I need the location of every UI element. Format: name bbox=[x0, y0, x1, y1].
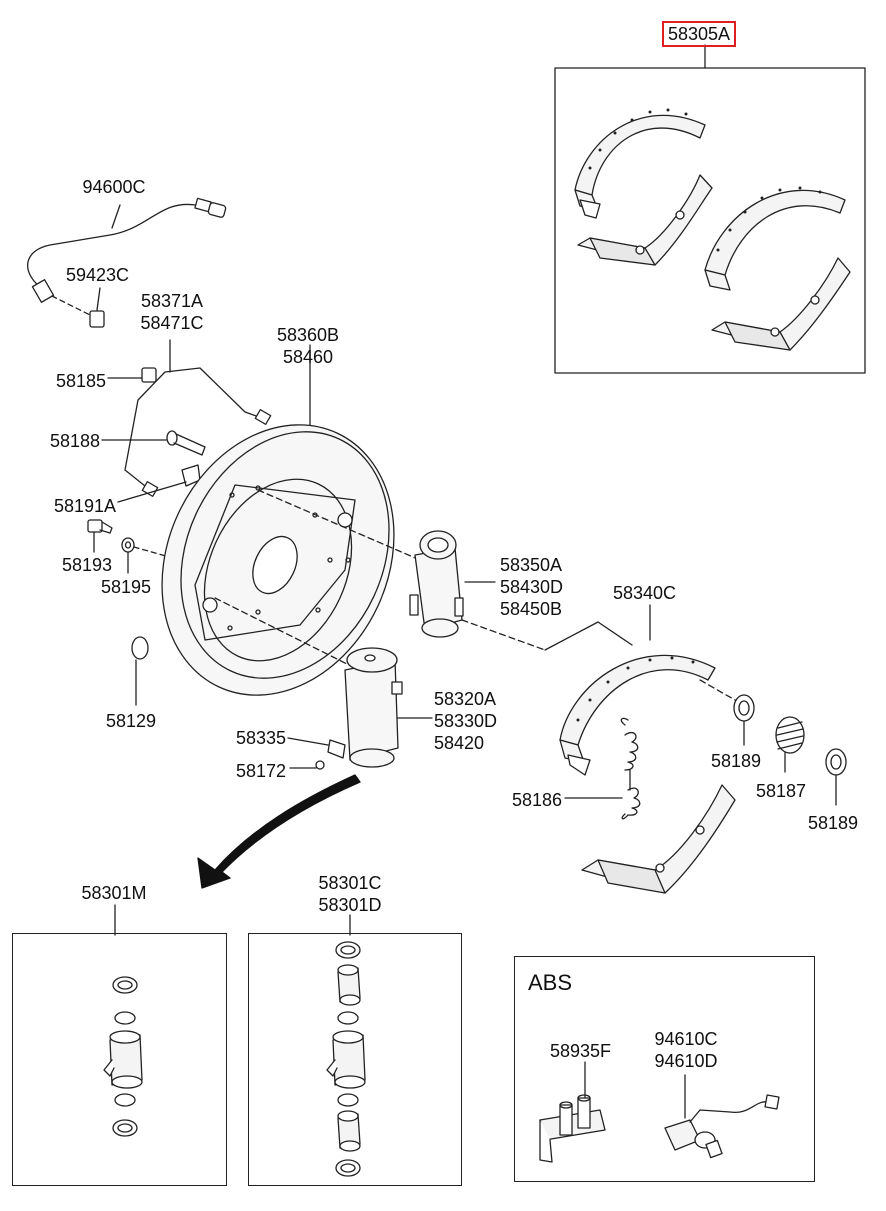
cap-58172 bbox=[289, 760, 325, 770]
bolt-58193 bbox=[87, 519, 113, 553]
spring-58186 bbox=[564, 717, 641, 820]
brake-tube bbox=[124, 339, 272, 497]
label-58350A[interactable]: 58350A 58430D 58450B bbox=[500, 555, 564, 619]
label-58320A[interactable]: 58320A 58330D 58420 bbox=[434, 689, 498, 753]
label-58172[interactable]: 58172 bbox=[235, 761, 286, 781]
label-58340C[interactable]: 58340C bbox=[613, 583, 677, 603]
label-58371A[interactable]: 58371A 58471C bbox=[140, 291, 204, 333]
bleeder-58335 bbox=[287, 737, 346, 759]
kit-58301M-parts bbox=[103, 976, 143, 1137]
abs-title: ABS bbox=[528, 970, 573, 995]
shoe-kit-box bbox=[554, 67, 866, 374]
wheel-cylinder-58320A bbox=[344, 647, 433, 768]
label-58305A[interactable]: 58305A bbox=[662, 21, 737, 47]
shoe-kit-upper-left bbox=[574, 114, 713, 266]
leader-58340C-link bbox=[544, 621, 633, 651]
label-58335[interactable]: 58335 bbox=[235, 728, 286, 748]
axis-line-cup bbox=[699, 679, 736, 701]
label-58129[interactable]: 58129 bbox=[106, 711, 157, 731]
expand-arrow bbox=[197, 774, 361, 889]
label-94610C[interactable]: 94610C 94610D bbox=[654, 1029, 718, 1071]
adjuster-58350A bbox=[409, 530, 496, 638]
bolt-58188 bbox=[101, 430, 206, 456]
label-58189-a[interactable]: 58189 bbox=[711, 751, 762, 771]
axis-line-lower bbox=[214, 597, 356, 669]
label-58188[interactable]: 58188 bbox=[49, 431, 100, 451]
abs-parts bbox=[539, 1061, 780, 1163]
sensor-cable-94600C bbox=[27, 197, 227, 303]
label-58360B[interactable]: 58360B 58460 bbox=[276, 325, 340, 367]
shoe-kit-rivets bbox=[588, 108, 822, 252]
kit-58301C-box bbox=[248, 933, 462, 1186]
label-58186[interactable]: 58186 bbox=[511, 790, 562, 810]
label-58193[interactable]: 58193 bbox=[62, 555, 113, 575]
label-58185[interactable]: 58185 bbox=[55, 371, 106, 391]
label-59423C[interactable]: 59423C bbox=[66, 265, 130, 285]
grommet-59423C bbox=[51, 287, 105, 328]
kit-58301C-parts bbox=[326, 941, 366, 1177]
shoe-rivets bbox=[576, 656, 695, 722]
label-58301M[interactable]: 58301M bbox=[81, 883, 147, 903]
label-58189-b[interactable]: 58189 bbox=[808, 813, 859, 833]
cup-58189-b bbox=[825, 748, 847, 806]
label-58187[interactable]: 58187 bbox=[756, 781, 807, 801]
cup-58189-a bbox=[733, 694, 755, 746]
label-58195[interactable]: 58195 bbox=[101, 577, 152, 597]
label-58935F[interactable]: 58935F bbox=[550, 1041, 612, 1061]
kit-58301M-box bbox=[12, 933, 227, 1186]
brake-shoe-58340C bbox=[559, 604, 736, 894]
ring-58129 bbox=[131, 636, 149, 706]
label-94600C[interactable]: 94600C bbox=[82, 177, 146, 197]
abs-box bbox=[514, 956, 815, 1182]
axis-line-shoe bbox=[461, 619, 546, 651]
spring-58187 bbox=[775, 716, 805, 773]
backing-plate bbox=[161, 344, 395, 696]
label-58301C[interactable]: 58301C 58301D bbox=[318, 873, 382, 915]
label-58191A[interactable]: 58191A bbox=[53, 496, 116, 516]
bolt-58185 bbox=[107, 367, 157, 383]
axis-line-upper bbox=[257, 489, 421, 561]
shoe-kit-upper-right bbox=[704, 189, 851, 351]
